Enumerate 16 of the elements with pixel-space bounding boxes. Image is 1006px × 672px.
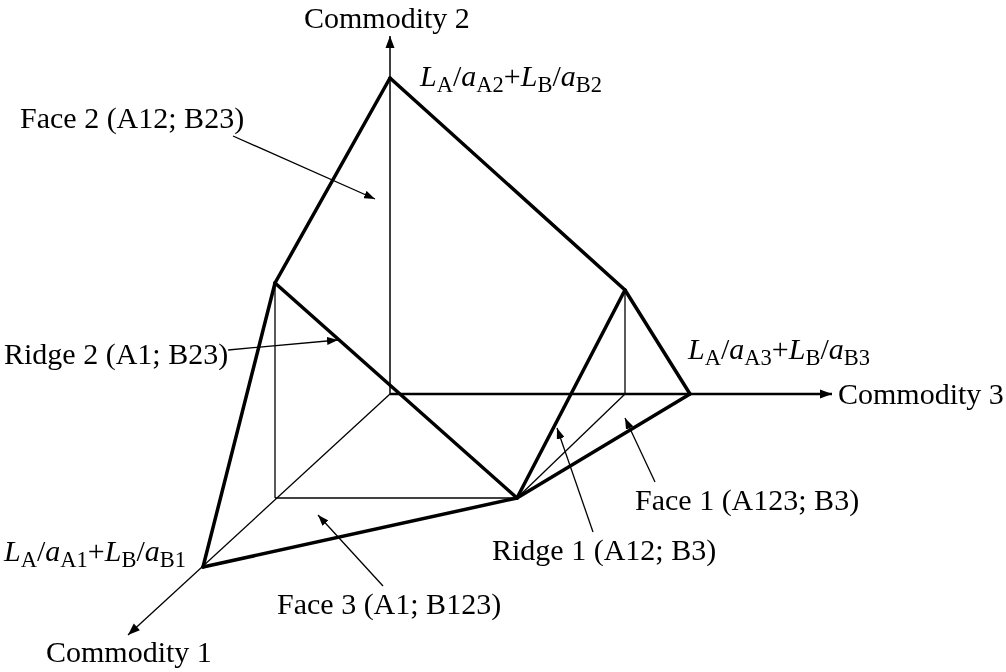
callout-label: Ridge 2 (A1; B23) <box>4 336 229 372</box>
vertex-label: L$_{A}$/a$_{A2}$+L$_{B}$/a$_{B2}$ <box>420 58 602 94</box>
vertex-label: L$_{A}$/a$_{A1}$+L$_{B}$/a$_{B1}$ <box>4 533 186 569</box>
vertex-label: L$_{A}$/a$_{A3}$+L$_{B}$/a$_{B3}$ <box>688 331 870 367</box>
callout-label: Ridge 1 (A12; B3) <box>492 532 717 568</box>
leader-arrow <box>317 514 384 587</box>
callout-label: Face 1 (A123; B3) <box>635 482 860 518</box>
axis-label: Commodity 1 <box>46 634 212 670</box>
axis-label: Commodity 3 <box>838 376 1004 412</box>
axis-label: Commodity 2 <box>304 0 470 36</box>
callout-label: Face 2 (A12; B23) <box>20 100 245 136</box>
leader-arrow <box>227 337 339 351</box>
leader-arrow <box>624 417 656 483</box>
leader-arrow <box>232 135 376 200</box>
leader-arrow <box>556 427 594 533</box>
callout-label: Face 3 (A1; B123) <box>277 586 502 622</box>
